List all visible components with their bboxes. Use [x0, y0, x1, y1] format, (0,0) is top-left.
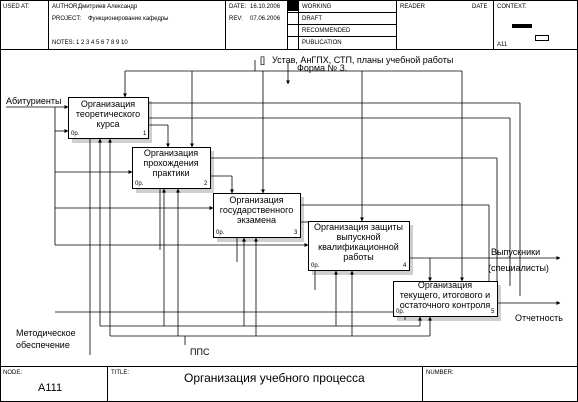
output-specialists: (специалисты) — [488, 263, 549, 273]
status-working: WORKING — [302, 4, 332, 10]
activity-box-5-line: Организация — [417, 280, 473, 290]
activity-box-2-number: 2 — [204, 181, 208, 187]
input-applicants: Абитуриенты — [6, 96, 62, 106]
activity-box-1-line: курса — [96, 119, 120, 129]
mechanism-methodical-1: Методическое — [16, 328, 76, 338]
node-label: NODE: — [3, 370, 23, 376]
rev-label: REV: — [229, 16, 243, 22]
activity-box-5-line: остаточного контроля — [399, 300, 491, 310]
activity-box-1-line: теоретического — [75, 109, 141, 119]
activity-box-3-ppr: 0р. — [216, 230, 225, 236]
activity-box-1[interactable]: Организация теоретического курса — [68, 99, 148, 129]
notes-value: 1 2 3 4 5 6 7 8 9 10 — [76, 40, 128, 46]
status-draft: DRAFT — [302, 16, 322, 22]
used-at-label: USED AT: — [3, 4, 30, 10]
activity-box-3-number: 3 — [294, 230, 298, 236]
activity-box-2-line: Организация — [143, 148, 199, 158]
activity-box-2-ppr: 0р. — [135, 181, 144, 187]
activity-box-4-line: работы — [343, 252, 374, 262]
author-value: Дмитриев Александр — [78, 4, 138, 10]
control-bracket: [] — [260, 55, 266, 65]
connectors — [6, 60, 561, 355]
activity-box-4-ppr: 0р. — [311, 263, 320, 269]
activity-box-2-line: прохождения — [143, 158, 199, 168]
control-form-label: Форма № 3. — [297, 63, 348, 73]
activity-box-5-line: текущего, итогового и — [399, 290, 491, 300]
reader-label: READER — [400, 4, 426, 10]
activity-box-4-line: Организация защиты — [314, 222, 403, 232]
context-label: CONTEXT: — [497, 4, 527, 10]
status-publication: PUBLICATION — [302, 40, 342, 46]
context-node: A11 — [497, 42, 508, 48]
output-reporting: Отчетность — [515, 313, 563, 323]
notes-label: NOTES: — [52, 40, 75, 46]
project-value: Функционирование кафедры — [88, 16, 169, 22]
date-label: DATE: — [229, 4, 247, 10]
mechanism-staff: ППС — [190, 347, 210, 357]
diagram-title: Организация учебного процесса — [184, 371, 365, 385]
activity-box-5[interactable]: Организация текущего, итогового и остато… — [393, 280, 497, 310]
activity-box-3-line: государственного — [219, 205, 294, 215]
control-label: Устав, АнГПХ, СТП, планы учебной работы — [272, 55, 454, 65]
rev-value: 07.06.2006 — [250, 16, 281, 22]
node-value: А111 — [38, 382, 63, 394]
activity-box-3[interactable]: Организация государственного экзамена — [213, 195, 300, 225]
activity-box-1-ppr: 0р. — [71, 131, 80, 137]
activity-box-5-number: 5 — [491, 309, 495, 315]
status-recommended: RECOMMENDED — [302, 28, 351, 34]
number-label: NUMBER: — [426, 370, 454, 376]
activity-box-2-line: практики — [152, 168, 190, 178]
activity-box-1-number: 1 — [143, 131, 147, 137]
activity-box-3-line: экзамена — [237, 215, 276, 225]
date-value: 16.10.2006 — [250, 4, 281, 10]
activity-box-4[interactable]: Организация защиты выпускной квалификаци… — [308, 222, 409, 262]
project-label: PROJECT: — [52, 16, 82, 22]
activity-box-4-line: квалификационной — [318, 242, 399, 252]
activity-box-4-line: выпускной — [336, 232, 381, 242]
author-label: AUTHOR: — [52, 4, 79, 10]
mechanism-methodical-2: обеспечение — [16, 340, 70, 350]
title-label: TITLE: — [111, 370, 130, 376]
activity-box-5-ppr: 0р. — [396, 309, 405, 315]
activity-box-3-line: Организация — [229, 195, 284, 205]
activity-box-4-number: 4 — [403, 263, 407, 269]
reader-date-label: DATE — [472, 4, 488, 10]
activity-box-2[interactable]: Организация прохождения практики — [132, 148, 210, 178]
output-graduates: Выпускники — [491, 247, 541, 257]
activity-box-1-line: Организация — [80, 99, 136, 109]
